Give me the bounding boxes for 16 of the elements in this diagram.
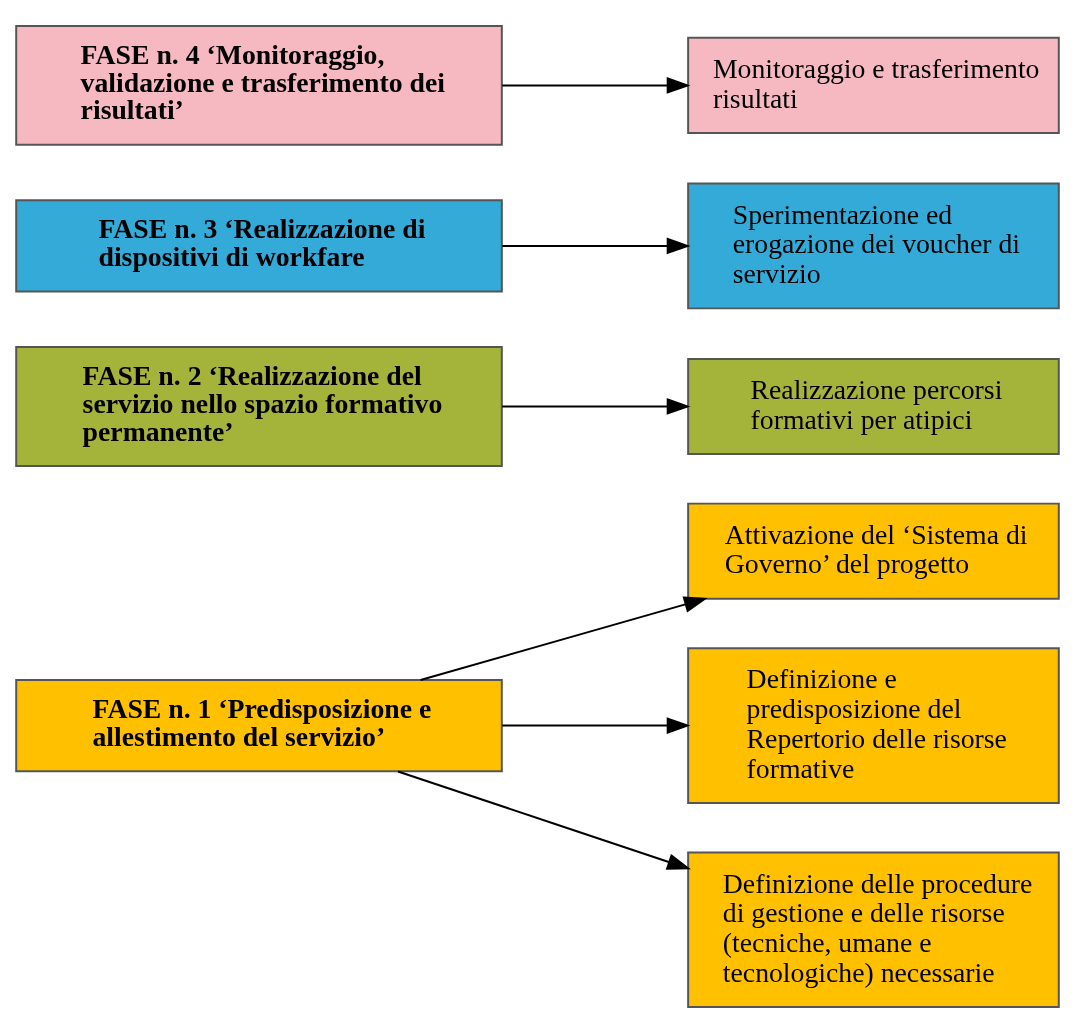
node-box: Attivazione del ‘Sistema di Governo’ del progetto (687, 502, 1060, 600)
arrow (501, 76, 691, 94)
node-box: FASE n. 3 ‘Realizzazione di dispositivi di workfare (15, 198, 503, 292)
node-box: Definizione delle procedure di gestione e delle risorse (tecniche, umane e tecnologiche) necessarie (687, 851, 1060, 1008)
node-box: Sperimentazione ed erogazione dei voucher di servizio (687, 182, 1060, 309)
node-box: Monitoraggio e trasferimento risultati (687, 36, 1060, 134)
arrow (501, 716, 691, 734)
node-box: FASE n. 1 ‘Predisposizione e allestimento del servizio’ (15, 678, 503, 772)
node-box: Realizzazione percorsi formativi per atipici (687, 357, 1060, 455)
arrow (397, 769, 691, 870)
node-box: FASE n. 2 ‘Realizzazione del servizio nello spazio formativo permanente’ (15, 345, 503, 467)
arrow (419, 596, 708, 681)
node-box: FASE n. 4 ‘Monitoraggio, validazione e trasferimento dei risultati’ (15, 24, 503, 146)
node-box: Definizione e predisposizione del Repertorio delle risorse formative (687, 646, 1060, 804)
arrow (501, 237, 691, 254)
arrow (501, 397, 691, 415)
